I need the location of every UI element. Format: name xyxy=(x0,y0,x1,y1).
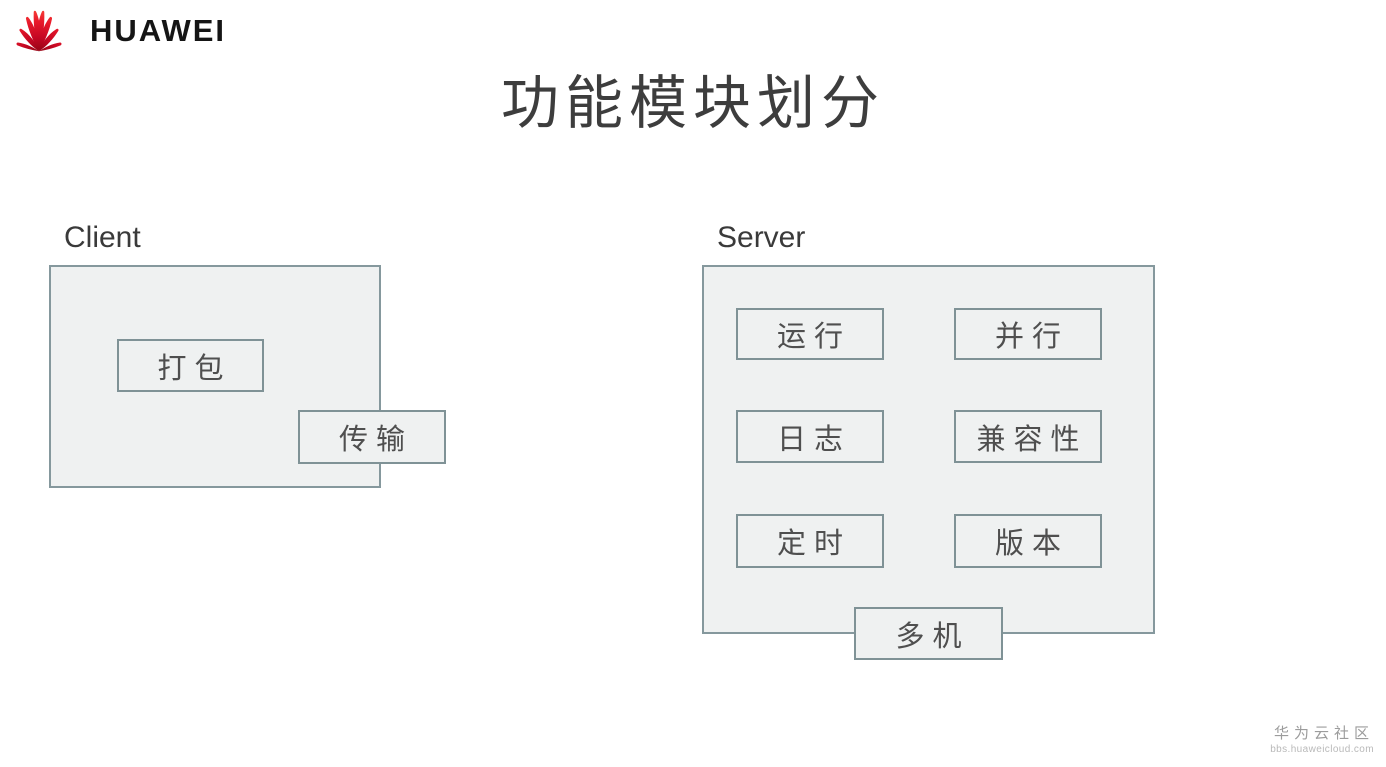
module-pack: 打包 xyxy=(117,339,264,392)
server-label: Server xyxy=(717,221,806,254)
huawei-logo: HUAWEI xyxy=(14,8,226,54)
huawei-flower-icon xyxy=(14,8,64,54)
module-run: 运行 xyxy=(736,308,884,360)
page-title: 功能模块划分 xyxy=(500,71,885,136)
module-transfer: 传输 xyxy=(298,410,446,464)
module-parallel: 并行 xyxy=(954,308,1102,360)
module-timing: 定时 xyxy=(736,514,884,568)
client-label: Client xyxy=(64,221,141,254)
watermark-url-text: bbs.huaweicloud.com xyxy=(1270,744,1374,755)
watermark-community-text: 华为云社区 xyxy=(1273,724,1374,742)
huawei-brand-text: HUAWEI xyxy=(90,13,226,48)
watermark: 华为云社区 bbs.huaweicloud.com xyxy=(1270,724,1374,755)
module-compatibility: 兼容性 xyxy=(954,410,1102,463)
module-version: 版本 xyxy=(954,514,1102,568)
module-log: 日志 xyxy=(736,410,884,463)
module-multi-machine: 多机 xyxy=(854,607,1003,660)
